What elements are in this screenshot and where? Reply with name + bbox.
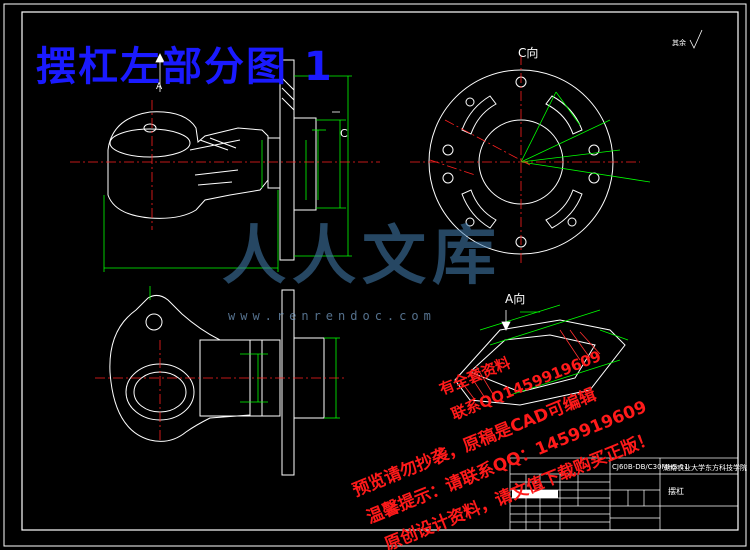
title-block-part: 摆杠 [668,487,684,496]
title-block-grid [509,457,739,531]
front-view-centerlines [70,100,380,230]
c-view-dimensions [520,91,651,183]
a-view-hatching [459,329,601,401]
title-block-fill [512,490,558,498]
renrendoc-logo: 人人文库 [222,220,502,294]
outer-border [3,3,747,547]
view-arrows [155,53,511,331]
inner-border [21,11,739,531]
section-a-label: A [156,82,163,92]
front-view [107,59,317,261]
title-block-school: 湖南农业大学东方科技学院 [663,464,747,472]
drawing-title: 摆杠左部分图 1 [36,44,334,90]
top-view-centerlines [95,340,345,440]
c-view-centerlines [410,55,640,265]
a-view-label: A向 [505,292,526,306]
top-view-dimensions [149,286,340,419]
title-block-code: CJ60B-DB/C30MHS-11 [612,463,689,471]
renrendoc-url: www.renrendoc.com [228,309,436,323]
a-view-dimensions [479,304,629,396]
c-view-label: C向 [518,46,539,60]
front-view-dimensions [103,75,352,272]
section-c-label: C [340,127,348,140]
roughness-label: 其余 [672,39,686,47]
roughness-symbol [689,29,703,49]
